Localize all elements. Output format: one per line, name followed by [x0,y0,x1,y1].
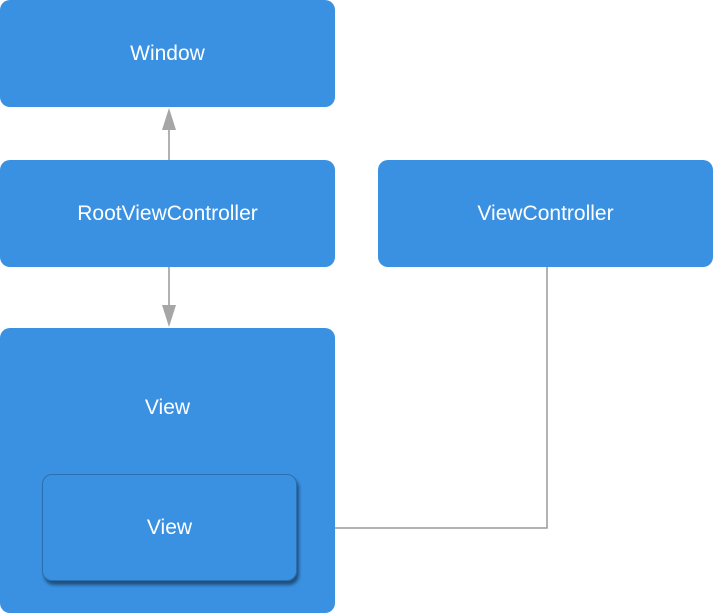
connector-vc-to-subview [320,267,548,529]
view-label: View [144,396,191,419]
arrowhead-down-icon [162,305,176,327]
root-view-controller-node: RootViewController [0,160,335,267]
window-label: Window [130,41,205,65]
window-node: Window [0,0,335,107]
root-view-controller-label: RootViewController [77,201,258,225]
subview-label: View [146,515,193,539]
arrowhead-up-icon [162,108,176,130]
view-controller-node: ViewController [378,160,713,267]
view-controller-label: ViewController [477,201,614,225]
subview-node: View [42,474,297,581]
